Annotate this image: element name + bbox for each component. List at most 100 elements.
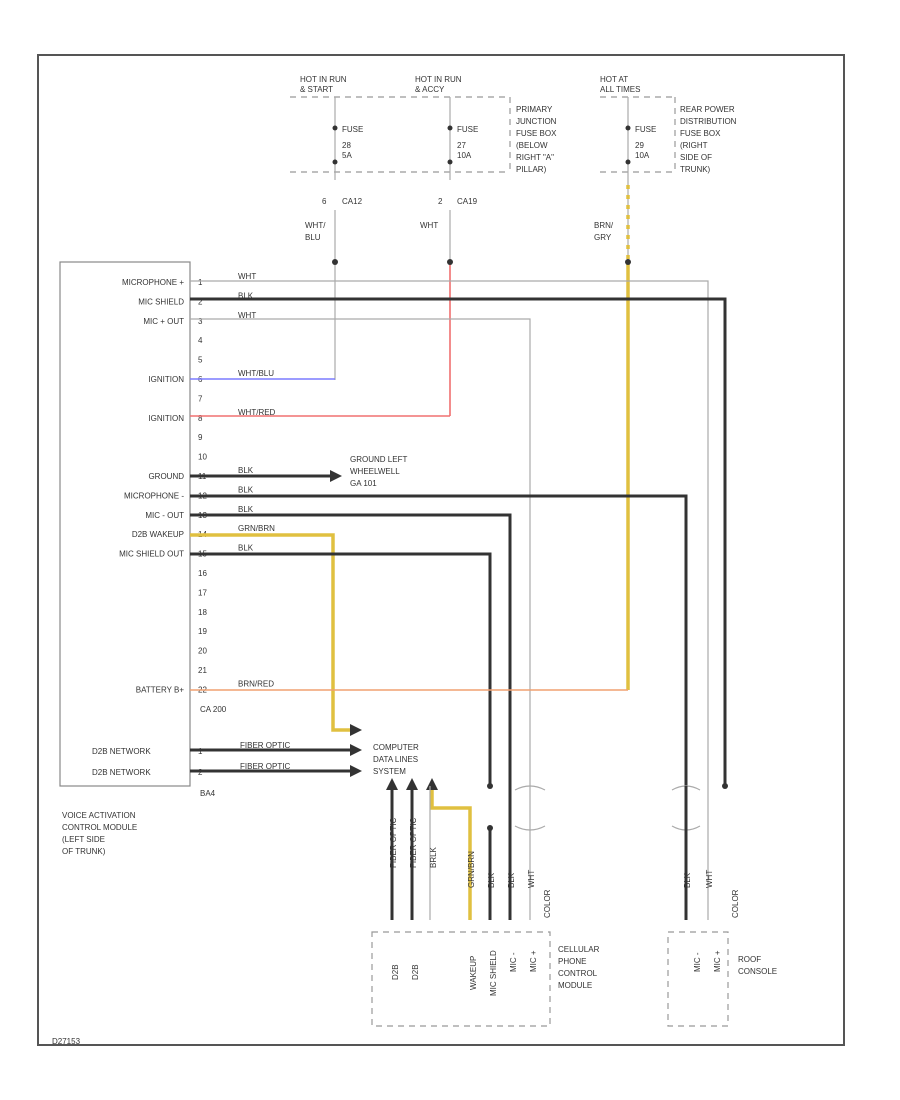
module-pin-label: MIC SHIELD [138, 297, 184, 306]
svg-text:FUSE: FUSE [635, 125, 656, 134]
wire-d2b-wakeup [190, 533, 350, 732]
svg-text:FIBER OPTIC: FIBER OPTIC [409, 818, 418, 868]
wire-label-wht-blu: WHT/ BLU [305, 221, 326, 242]
module-pin-number: 17 [198, 588, 207, 597]
module-pin-number: 21 [198, 666, 207, 675]
svg-text:OF TRUNK): OF TRUNK) [62, 847, 106, 856]
voice-activation-module-label: VOICE ACTIVATION CONTROL MODULE (LEFT SI… [62, 811, 137, 856]
module-pin-label: IGNITION [148, 375, 184, 384]
svg-text:GA 101: GA 101 [350, 479, 377, 488]
svg-text:CONSOLE: CONSOLE [738, 967, 777, 976]
svg-text:FUSE: FUSE [457, 125, 478, 134]
module-pin-label: MIC SHIELD OUT [119, 550, 184, 559]
svg-text:TRUNK): TRUNK) [680, 165, 711, 174]
fuse-28: FUSE 28 5A [332, 97, 363, 180]
wire-label-brn-gry: BRN/ GRY [594, 221, 614, 242]
svg-text:SYSTEM: SYSTEM [373, 767, 406, 776]
module-wire-color-label: BRN/RED [238, 679, 274, 688]
phone-pin-names: D2B D2B WAKEUP MIC SHIELD MIC - MIC + [391, 950, 538, 996]
module-pin-label: D2B WAKEUP [132, 530, 184, 539]
hot-in-run-start-label: HOT IN RUN & START [300, 75, 347, 94]
primary-fuse-box-outline [290, 96, 511, 173]
svg-text:MIC -: MIC - [509, 952, 518, 972]
svg-text:1: 1 [198, 747, 203, 756]
svg-text:RIGHT "A": RIGHT "A" [516, 153, 554, 162]
module-pin-label: GROUND [148, 472, 184, 481]
svg-text:WHT/: WHT/ [305, 221, 326, 230]
wire-microphone-minus [190, 494, 688, 786]
module-pin-number: 19 [198, 627, 207, 636]
wakeup-line-phone [430, 786, 472, 920]
rear-power-distribution-fuse-box-label: REAR POWER DISTRIBUTION FUSE BOX (RIGHT … [680, 105, 737, 174]
svg-text:CA12: CA12 [342, 197, 363, 206]
svg-text:D2B: D2B [411, 964, 420, 980]
svg-text:MIC +: MIC + [529, 950, 538, 972]
svg-text:GRY: GRY [594, 233, 612, 242]
module-wire-color-label: BLK [238, 544, 254, 553]
svg-text:CELLULAR: CELLULAR [558, 945, 600, 954]
hot-at-all-times-label: HOT AT ALL TIMES [600, 75, 640, 94]
module-pin-label: MICROPHONE - [124, 491, 184, 500]
svg-text:HOT AT: HOT AT [600, 75, 628, 84]
svg-text:ALL TIMES: ALL TIMES [600, 85, 640, 94]
module-pin-number: 3 [198, 317, 203, 326]
module-pin-number: 1 [198, 278, 203, 287]
svg-text:D2B NETWORK: D2B NETWORK [92, 768, 151, 777]
svg-text:DATA LINES: DATA LINES [373, 755, 418, 764]
hot-in-run-accy-label: HOT IN RUN & ACCY [415, 75, 462, 94]
svg-text:10A: 10A [635, 151, 650, 160]
svg-text:REAR POWER: REAR POWER [680, 105, 735, 114]
svg-text:27: 27 [457, 141, 466, 150]
cellular-phone-control-module-box [371, 931, 551, 1027]
svg-text:COLOR: COLOR [543, 889, 552, 918]
connector-ca12: 6 CA12 [322, 197, 363, 206]
module-pin-number: 9 [198, 433, 203, 442]
svg-text:D2B: D2B [391, 964, 400, 980]
svg-text:2: 2 [438, 197, 443, 206]
wire-label-wht: WHT [420, 221, 438, 230]
voice-activation-module-box [59, 261, 191, 787]
module-wire-color-label: WHT/BLU [238, 369, 274, 378]
module-pin-label: IGNITION [148, 414, 184, 423]
cellular-phone-control-module-label: CELLULAR PHONE CONTROL MODULE [558, 945, 600, 990]
svg-text:GRN/BRN: GRN/BRN [467, 851, 476, 888]
svg-text:FUSE BOX: FUSE BOX [516, 129, 557, 138]
connector-ca19: 2 CA19 [438, 197, 478, 206]
fuse-29: FUSE 29 10A [625, 97, 656, 180]
svg-text:FIBER OPTIC: FIBER OPTIC [389, 818, 398, 868]
module-wire-color-label: BLK [238, 466, 254, 475]
computer-data-lines-label: COMPUTER DATA LINES SYSTEM [373, 743, 419, 776]
svg-text:5A: 5A [342, 151, 352, 160]
roof-console-label: ROOF CONSOLE [738, 955, 777, 976]
svg-text:PHONE: PHONE [558, 957, 586, 966]
module-pin-number: 20 [198, 647, 207, 656]
module-pin-number: 16 [198, 569, 207, 578]
svg-text:MIC +: MIC + [713, 950, 722, 972]
svg-text:FUSE BOX: FUSE BOX [680, 129, 721, 138]
svg-text:ROOF: ROOF [738, 955, 761, 964]
wire-mic-minus-out [190, 513, 512, 878]
module-wire-color-label: WHT [238, 311, 256, 320]
svg-text:WHT: WHT [705, 870, 714, 888]
svg-text:& ACCY: & ACCY [415, 85, 445, 94]
connector-ba4: BA4 [200, 789, 216, 798]
svg-text:VOICE ACTIVATION: VOICE ACTIVATION [62, 811, 136, 820]
module-pin-number: 18 [198, 608, 207, 617]
svg-text:GROUND LEFT: GROUND LEFT [350, 455, 407, 464]
module-wire-color-label: WHT [238, 272, 256, 281]
module-pin-label: MIC + OUT [143, 317, 184, 326]
svg-text:BRLK: BRLK [429, 846, 438, 868]
svg-text:PILLAR): PILLAR) [516, 165, 547, 174]
svg-text:COLOR: COLOR [731, 889, 740, 918]
svg-text:FUSE: FUSE [342, 125, 363, 134]
svg-text:(BELOW: (BELOW [516, 141, 548, 150]
svg-text:BLK: BLK [683, 872, 692, 888]
module-pin-number: 10 [198, 453, 207, 462]
svg-text:10A: 10A [457, 151, 472, 160]
svg-text:HOT IN RUN: HOT IN RUN [300, 75, 347, 84]
module-wire-color-label: BLK [238, 485, 254, 494]
fuse-27: FUSE 27 10A [447, 97, 478, 180]
svg-text:FIBER OPTIC: FIBER OPTIC [240, 741, 290, 750]
svg-text:BLK: BLK [507, 872, 516, 888]
svg-text:(RIGHT: (RIGHT [680, 141, 708, 150]
